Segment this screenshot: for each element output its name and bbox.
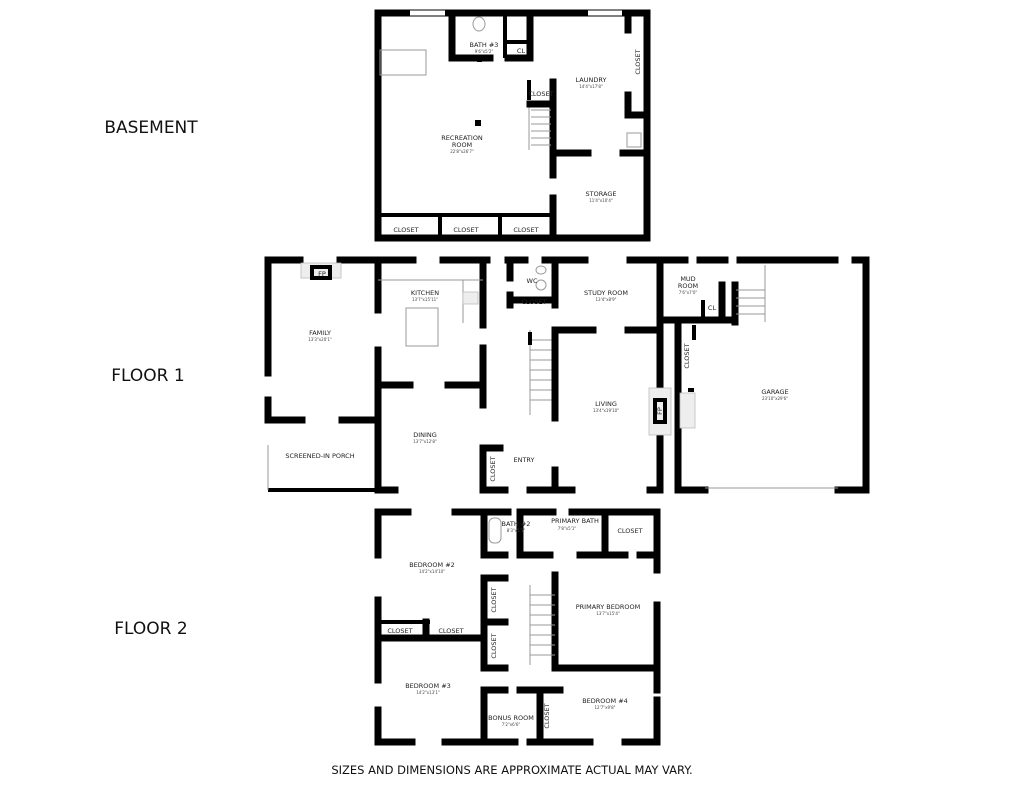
room-label: BEDROOM #3 xyxy=(405,682,451,690)
room-dimensions: 13'4"x19'10" xyxy=(593,408,619,413)
room-dimensions: 13'7"x12'8" xyxy=(413,439,437,444)
room-dimensions: 23'10"x29'6" xyxy=(762,396,788,401)
room-label: CLOSET xyxy=(543,703,551,728)
room-dimensions: 14'2"x13'1" xyxy=(416,690,440,695)
room-label: STORAGE xyxy=(586,190,617,198)
basement-plan: BATH #3 9'6"x5'2" CL LAUNDRY 14'4"x17'8"… xyxy=(374,9,651,242)
room-label: CLOSET xyxy=(489,456,497,481)
room-label: CLOSET xyxy=(490,633,498,658)
room-label: MUD xyxy=(680,275,695,283)
room-label: RECREATION xyxy=(441,134,483,142)
room-label: CLOSET xyxy=(634,49,642,74)
room-label: BEDROOM #2 xyxy=(409,561,455,569)
room-label: KITCHEN xyxy=(411,289,439,297)
room-label: LAUNDRY xyxy=(576,76,607,84)
room-label: CLOSET xyxy=(521,298,546,306)
room-label: CL xyxy=(708,304,717,312)
room-label: BEDROOM #4 xyxy=(582,697,628,705)
fireplace-label: FP xyxy=(318,270,326,278)
room-label: GARAGE xyxy=(761,388,788,396)
room-label: STUDY ROOM xyxy=(584,289,628,297)
room-label: CLOSET xyxy=(617,527,642,535)
room-label: CL xyxy=(517,47,526,55)
room-label: CLOSET xyxy=(453,226,478,234)
floor1-plan: FP KITCHEN 13'7"x15'11" FAMILY 13'3"x20'… xyxy=(264,256,870,494)
fireplace-label: FP xyxy=(656,407,664,415)
room-label: LIVING xyxy=(595,400,617,408)
room-dimensions: 13'3"x20'1" xyxy=(308,337,332,342)
basement-title: BASEMENT xyxy=(104,118,198,138)
room-dimensions: 14'2"x14'10" xyxy=(419,569,445,574)
room-dimensions: 13'4"x8'9" xyxy=(596,297,617,302)
room-label: CLOSET xyxy=(387,627,412,635)
room-label: CLOSET xyxy=(683,343,691,368)
room-dimensions: 11'4"x10'4" xyxy=(589,198,613,203)
room-label: ROOM xyxy=(452,141,472,149)
room-label: FAMILY xyxy=(309,329,331,337)
room-label: DINING xyxy=(413,431,437,439)
room-label: CLOSET xyxy=(393,226,418,234)
room-label: PRIMARY BATH xyxy=(551,517,599,525)
room-label: BATH #3 xyxy=(470,41,499,49)
room-label: BATH #2 xyxy=(502,520,531,528)
room-label: ROOM xyxy=(678,282,698,290)
room-dimensions: 7'6"x7'0" xyxy=(679,290,698,295)
room-dimensions: 13'7"x15'4" xyxy=(596,611,620,616)
room-label: ENTRY xyxy=(513,456,534,464)
disclaimer-footer: SIZES AND DIMENSIONS ARE APPROXIMATE ACT… xyxy=(331,763,692,777)
room-label: CLOSET xyxy=(490,587,498,612)
room-label: CLOSET xyxy=(513,226,538,234)
floor1-title: FLOOR 1 xyxy=(111,366,184,386)
room-dimensions: 9'6"x5'2" xyxy=(475,49,494,54)
room-label: WC xyxy=(527,277,538,285)
floor2-title: FLOOR 2 xyxy=(114,619,187,639)
room-dimensions: 7'8"x5'1" xyxy=(558,526,577,531)
room-label: CLOSET xyxy=(438,627,463,635)
room-dimensions: 13'7"x15'11" xyxy=(412,297,438,302)
room-label: SCREENED-IN PORCH xyxy=(285,452,354,460)
room-label: BONUS ROOM xyxy=(488,714,534,722)
room-label: PRIMARY BEDROOM xyxy=(576,603,640,611)
room-dimensions: 22'8"x26'7" xyxy=(450,149,474,154)
room-label: CLOSET xyxy=(528,90,553,98)
room-dimensions: 14'4"x17'8" xyxy=(579,84,603,89)
room-dimensions: 7'2"x6'6" xyxy=(502,722,521,727)
room-dimensions: 12'7"x9'8" xyxy=(595,705,616,710)
support-column xyxy=(475,120,481,126)
room-dimensions: 8'3"x5'1" xyxy=(507,528,526,533)
floor2-plan: BATH #2 8'3"x5'1" PRIMARY BATH 7'8"x5'1"… xyxy=(374,508,661,746)
